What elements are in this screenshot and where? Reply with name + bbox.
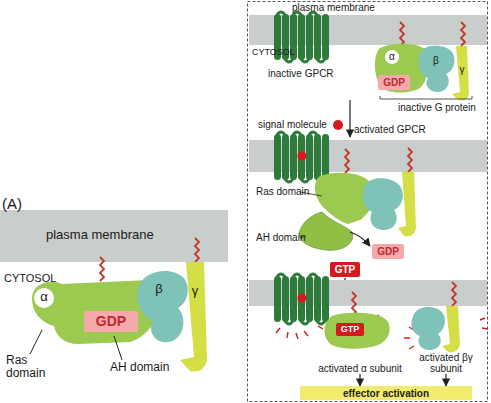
- gdp-box: GDP: [378, 75, 410, 90]
- subunit-letter: γ: [456, 64, 468, 75]
- beta-subunit: [419, 46, 455, 92]
- component-label: inactive G protein: [398, 102, 476, 113]
- effector-bar: effector activation: [300, 386, 472, 400]
- domain-callout: AH domain: [110, 361, 182, 374]
- bracket: [380, 96, 472, 99]
- subunit-outline: [442, 306, 460, 352]
- subunit-letter: β: [430, 55, 442, 66]
- molecule-label: GDP: [383, 77, 405, 88]
- lipid-anchor: [352, 292, 356, 316]
- alpha-subunit: activated α subunit GTP: [318, 312, 402, 374]
- gdp-box: GDP: [84, 311, 138, 332]
- release-arrow: [350, 232, 370, 246]
- molecule-label: GDP: [377, 246, 399, 257]
- region-label: CYTOSOL: [252, 48, 295, 58]
- component-label: activated GPCR: [354, 124, 426, 135]
- region-label: CYTOSOL: [4, 272, 56, 284]
- ah-domain: [299, 212, 353, 250]
- signal-molecule: [333, 120, 343, 130]
- subunit-letter: α: [37, 290, 51, 304]
- flow-arrow: [359, 374, 360, 386]
- molecule-label: effector activation: [343, 388, 429, 399]
- gtp-box: GTP: [330, 262, 360, 277]
- domain-callout: Ras domain: [256, 186, 309, 197]
- domain-callout: Ras domain: [6, 354, 58, 380]
- subunit-letter: α: [386, 51, 398, 62]
- subunit-label: activated α subunit: [318, 363, 402, 374]
- membrane-band: [0, 210, 228, 262]
- gpcr-active: [274, 132, 329, 182]
- subunit-letter: γ: [188, 284, 202, 298]
- gamma-subunit: [180, 262, 207, 372]
- lipid-anchor: [452, 282, 456, 306]
- bound-signal: [298, 152, 307, 161]
- subunit-outline: [412, 307, 445, 350]
- panel-label: (A): [2, 196, 22, 213]
- lipid-anchor: [345, 149, 349, 173]
- subunit-letter: β: [152, 282, 166, 296]
- gdp-box: GDP: [372, 244, 404, 259]
- panel-frame: [248, 2, 488, 402]
- gtp-box: GTP: [336, 323, 364, 336]
- region-label: plasma membrane: [46, 228, 154, 242]
- component-label: inactive GPCR: [268, 68, 334, 79]
- flow-arrow: [445, 374, 446, 386]
- molecule-label: GTP: [341, 325, 360, 335]
- step-arrow: [349, 100, 350, 137]
- molecule-label: GDP: [96, 314, 126, 329]
- subunit-label: activated βγ subunit: [404, 352, 488, 374]
- molecule-label: GTP: [335, 264, 356, 275]
- gpcr-active: [274, 274, 329, 324]
- lipid-anchor: [461, 22, 465, 46]
- beta-gamma-subunit: activated βγ subunit: [404, 304, 488, 374]
- beta-subunit: [363, 178, 403, 230]
- leader-line: [30, 330, 42, 354]
- lipid-anchor: [408, 148, 412, 172]
- leader-line: [114, 336, 122, 360]
- lipid-anchor: [400, 22, 404, 46]
- lipid-anchor: [100, 257, 104, 281]
- bound-signal: [298, 294, 307, 303]
- beta-subunit: [137, 271, 187, 342]
- domain-callout: AH domain: [256, 232, 305, 243]
- alpha-badge: [385, 50, 399, 64]
- gamma-subunit: [452, 46, 469, 100]
- gamma-subunit: [398, 172, 416, 236]
- lipid-anchor: [195, 238, 199, 262]
- region-label: plasma membrane: [292, 2, 375, 13]
- subunit-outline: [325, 313, 390, 349]
- component-label: signal molecule: [258, 119, 327, 130]
- alpha-badge: [34, 288, 54, 308]
